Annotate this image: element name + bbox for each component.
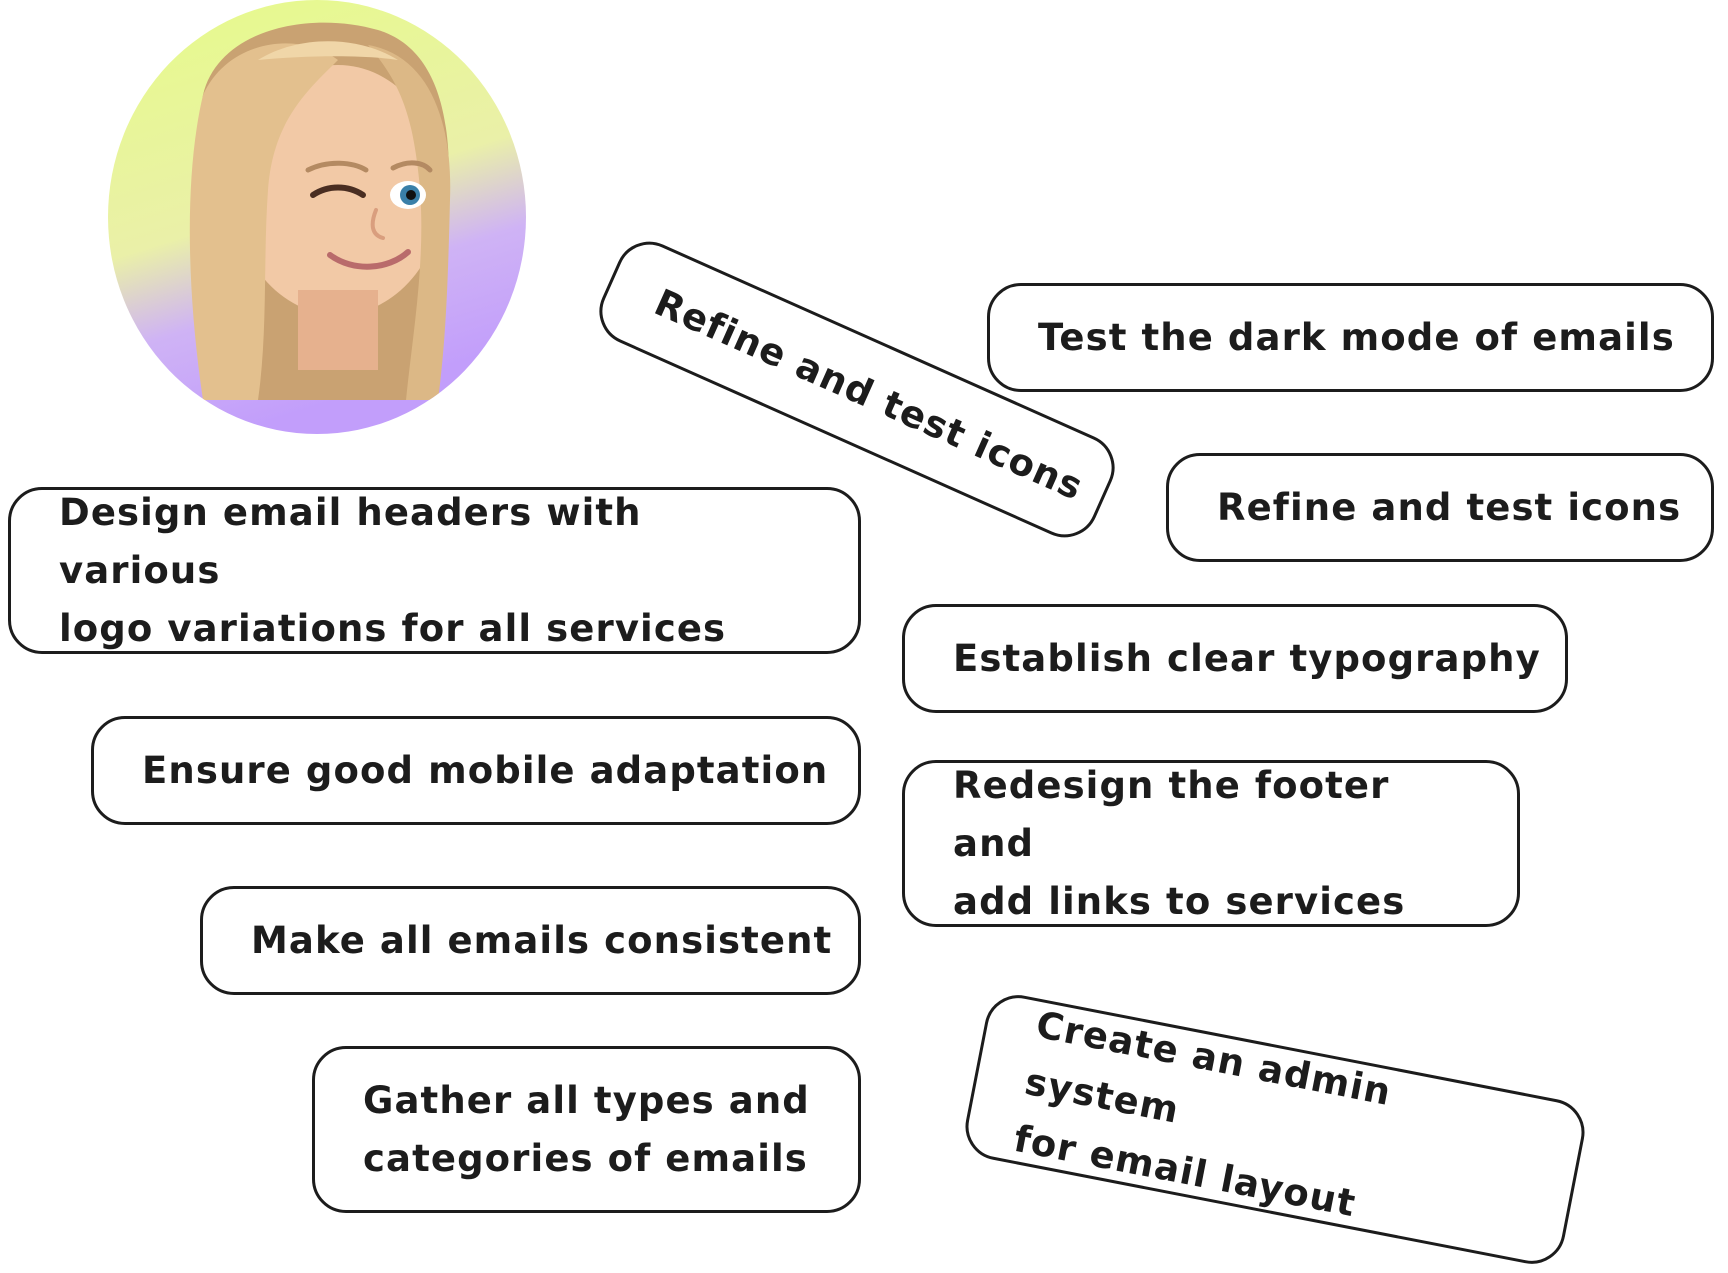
task-label: Test the dark mode of emails [1038, 315, 1675, 359]
task-dark-mode[interactable]: Test the dark mode of emails [987, 283, 1714, 392]
task-label: Create an admin system for email layout [1010, 1002, 1396, 1225]
task-label: Establish clear typography [953, 636, 1541, 680]
task-mobile-adaptation[interactable]: Ensure good mobile adaptation [91, 716, 861, 825]
task-email-headers[interactable]: Design email headers with various logo v… [8, 487, 861, 654]
task-typography[interactable]: Establish clear typography [902, 604, 1568, 713]
task-label: Gather all types and categories of email… [363, 1078, 810, 1180]
task-refine-icons[interactable]: Refine and test icons [1166, 453, 1714, 562]
memoji-winking-icon [108, 0, 526, 434]
avatar [108, 0, 526, 434]
task-consistent[interactable]: Make all emails consistent [200, 886, 861, 995]
task-label: Design email headers with various logo v… [59, 490, 727, 650]
task-label: Ensure good mobile adaptation [142, 748, 829, 792]
task-label: Refine and test icons [1217, 485, 1682, 529]
task-footer[interactable]: Redesign the footer and add links to ser… [902, 760, 1520, 927]
task-admin-system[interactable]: Create an admin system for email layout [959, 989, 1591, 1270]
task-label: Redesign the footer and add links to ser… [953, 763, 1406, 923]
task-gather-emails[interactable]: Gather all types and categories of email… [312, 1046, 861, 1213]
task-label: Make all emails consistent [251, 918, 833, 962]
